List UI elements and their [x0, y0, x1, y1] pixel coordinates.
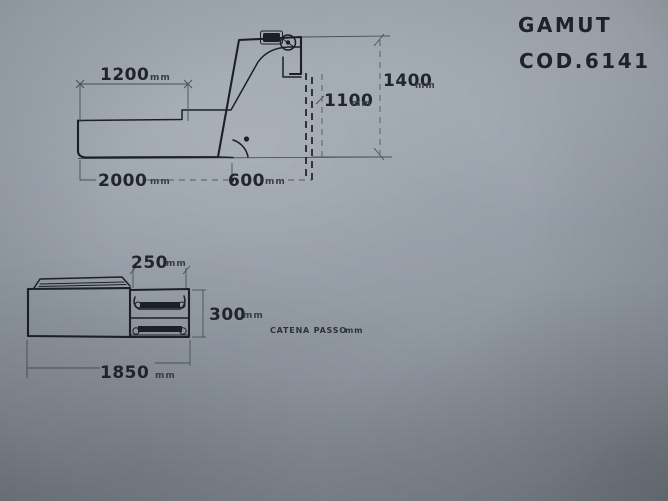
dim-1200-value: 1200: [100, 65, 149, 85]
brand-label: GAMUT: [518, 13, 612, 37]
dimension-2000: 2000 mm: [79, 160, 234, 191]
dim-1400-ext-top: [301, 35, 391, 38]
boom-base-joint: [217, 156, 234, 159]
chain-upper-sprocket-right: [178, 301, 186, 309]
note-catena-text: CATENA PASSO: [270, 326, 347, 335]
dim-1200-unit: mm: [150, 73, 171, 83]
note-catena-unit: mm: [345, 326, 363, 335]
dim-2000-point: [230, 178, 234, 182]
dimension-1850: 1850 mm: [26, 340, 191, 383]
dim-1400-unit: mm: [415, 81, 436, 91]
code-label: COD.6141: [519, 49, 651, 73]
dimension-1400: 1400 mm: [301, 33, 436, 161]
chain-lower-slat: [138, 326, 182, 332]
side-elevation-view: 1200 mm 2000 mm 600 mm: [75, 30, 436, 191]
dim-2000-unit: mm: [150, 177, 171, 187]
note-catena-passo: CATENA PASSO mm: [270, 326, 363, 335]
dimension-1100: 1100 mm: [305, 73, 373, 180]
chain-upper-slat: [140, 302, 180, 308]
dim-1850-unit: mm: [155, 371, 176, 381]
plan-section-view: 250 mm 300 mm 1850 mm C: [26, 253, 363, 383]
hopper-lid-seam-1: [39, 281, 125, 285]
dim-1100-value: 1100: [324, 91, 373, 111]
angle-symbol-dot: [243, 136, 250, 142]
dimension-250: 250 mm: [129, 253, 191, 288]
motor-block-icon: [263, 33, 280, 42]
conveyor-inner-profile: [77, 46, 302, 122]
pulley-spoke: [281, 37, 295, 48]
chain-bed-frame: [128, 287, 191, 339]
dimension-300: 300 mm: [192, 289, 264, 338]
dim-1850-value: 1850: [100, 363, 149, 383]
dimension-1200: 1200 mm: [75, 65, 193, 122]
dim-300-value: 300: [209, 305, 246, 325]
dim-600-value: 600: [228, 171, 265, 191]
chain-upper-rail: [133, 295, 186, 310]
dim-250-arrow-left: [129, 265, 138, 275]
dim-2000-left-corner: [79, 160, 96, 181]
angle-arc-icon: [232, 139, 249, 158]
dim-1100-tick-lower: [315, 95, 325, 105]
head-pulley-icon: [279, 34, 297, 51]
dim-1400-value: 1400: [383, 71, 432, 91]
dim-1400-arrow-bottom: [373, 147, 385, 161]
hopper-body: [26, 286, 132, 339]
chain-lower-sprocket-left: [132, 327, 140, 335]
dim-250-unit: mm: [166, 259, 187, 269]
dim-600-unit: mm: [265, 177, 286, 187]
dim-300-unit: mm: [243, 311, 264, 321]
conveyor-outer-profile: [76, 35, 303, 159]
dim-2000-value: 2000: [98, 171, 147, 191]
dim-250-arrow-right: [182, 265, 191, 275]
dim-1100-unit: mm: [351, 99, 372, 109]
dim-1400-arrow-top: [373, 33, 385, 47]
discharge-chute: [282, 56, 302, 78]
chain-lower-sprocket-right: [179, 327, 187, 335]
dim-250-value: 250: [131, 253, 168, 273]
hopper-lid-seam-2: [38, 284, 127, 287]
chain-upper-sprocket-left: [134, 301, 142, 309]
title-block: GAMUT COD.6141: [518, 13, 651, 73]
hopper-lid-outline: [33, 276, 131, 289]
dimension-600: 600 mm: [228, 77, 313, 191]
